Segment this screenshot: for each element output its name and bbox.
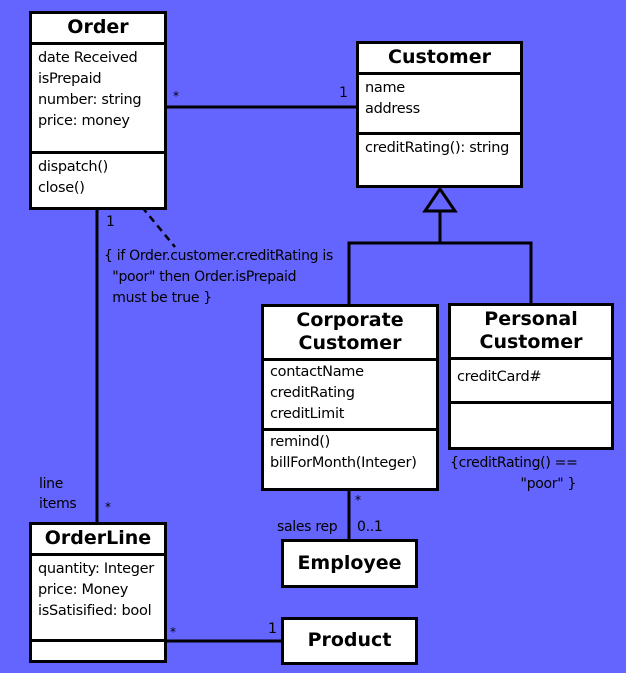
operation: creditRating(): string (365, 140, 510, 156)
class-name: Personal Customer (451, 306, 611, 360)
multiplicity-corporate-employee-employee-end: 0..1 (357, 519, 383, 535)
attribute: quantity: Integer (38, 561, 154, 577)
attribute: contactName (270, 364, 364, 380)
class-customer[interactable]: Customer name address creditRating(): st… (356, 41, 523, 188)
attributes-section: creditCard# (451, 360, 611, 404)
attribute: address (365, 101, 420, 117)
operations-section: creditRating(): string (359, 135, 520, 162)
operations-section: remind() billForMonth(Integer) (264, 431, 436, 477)
operations-section (32, 642, 164, 648)
operations-section (451, 404, 611, 410)
attributes-section: contactName creditRating creditLimit (264, 361, 436, 431)
class-orderline[interactable]: OrderLine quantity: Integer price: Money… (29, 522, 167, 663)
multiplicity-orderline-product-product-end: 1 (268, 621, 277, 637)
constraint-order-prepaid: { if Order.customer.creditRating is "poo… (104, 248, 333, 306)
class-name: OrderLine (32, 525, 164, 556)
attribute: creditRating (270, 385, 355, 401)
class-name: Customer (359, 44, 520, 75)
class-order[interactable]: Order date Received isPrepaid number: st… (29, 11, 167, 210)
role-line-items: line items (39, 476, 77, 512)
multiplicity-order-orderline-order-end: 1 (106, 214, 115, 230)
attribute: date Received (38, 50, 138, 66)
attribute: creditLimit (270, 406, 345, 422)
generalization-branch (347, 241, 533, 305)
multiplicity-orderline-product-orderline-end: * (170, 625, 176, 639)
class-name: Order (32, 14, 164, 45)
operation: billForMonth(Integer) (270, 455, 417, 471)
attributes-section: name address (359, 75, 520, 135)
multiplicity-order-customer-order-end: * (173, 89, 179, 103)
class-name: Employee (297, 551, 402, 574)
attributes-section: date Received isPrepaid number: string p… (32, 45, 164, 154)
operation: remind() (270, 434, 331, 450)
attribute: isPrepaid (38, 71, 102, 87)
class-personal-customer[interactable]: Personal Customer creditCard# (448, 303, 614, 450)
attribute: creditCard# (457, 369, 542, 385)
multiplicity-order-orderline-orderline-end: * (105, 500, 111, 514)
attribute: name (365, 80, 405, 96)
operation: dispatch() (38, 159, 109, 175)
attribute: isSatisified: bool (38, 603, 152, 619)
attribute: price: Money (38, 582, 129, 598)
constraint-dashed-link (141, 206, 176, 248)
class-product[interactable]: Product (281, 617, 418, 665)
multiplicity-order-customer-customer-end: 1 (339, 85, 348, 101)
attributes-section: quantity: Integer price: Money isSatisif… (32, 556, 164, 642)
attribute: price: money (38, 113, 130, 129)
class-employee[interactable]: Employee (281, 539, 418, 588)
role-sales-rep: sales rep (277, 519, 338, 535)
operation: close() (38, 180, 85, 196)
multiplicity-corporate-employee-corporate-end: * (355, 493, 361, 507)
constraint-personal-credit-rating: {creditRating() == "poor" } (450, 455, 578, 492)
class-name: Product (307, 629, 392, 651)
attribute: number: string (38, 92, 142, 108)
operations-section: dispatch() close() (32, 154, 164, 202)
class-corporate-customer[interactable]: Corporate Customer contactName creditRat… (261, 304, 439, 491)
generalization-arrowhead (422, 186, 458, 213)
class-name: Corporate Customer (264, 307, 436, 361)
